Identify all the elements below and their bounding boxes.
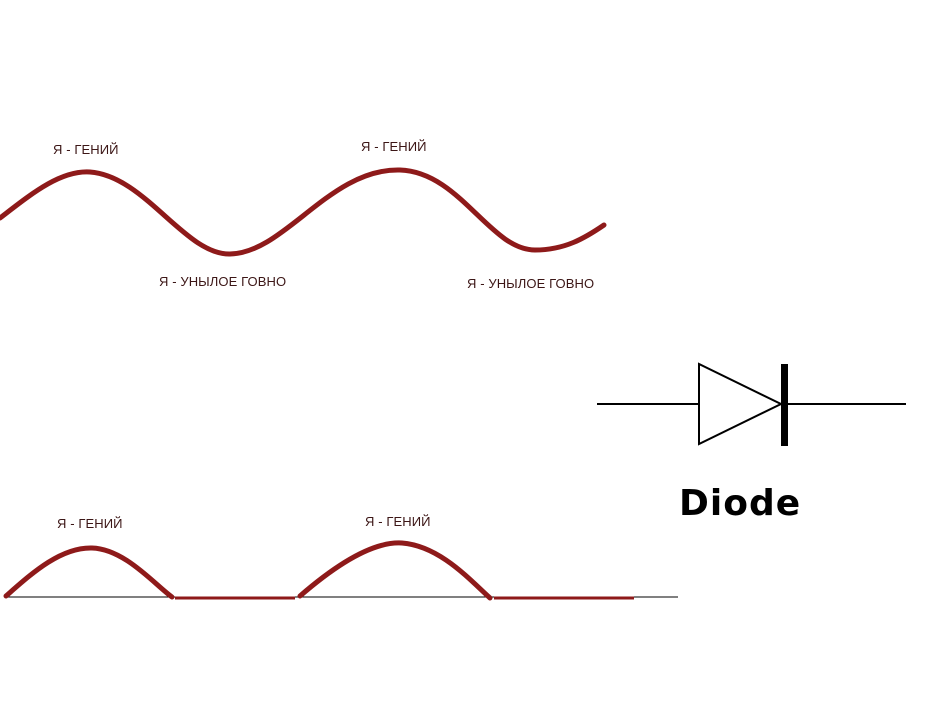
trough-label-1: Я - УНЫЛОЕ ГОВНО [159,274,287,289]
rectified-hump-2 [297,540,493,601]
diode-symbol [597,362,906,446]
peak-label-1: Я - ГЕНИЙ [53,142,119,157]
rectified-peak-label-1: Я - ГЕНИЙ [57,516,123,531]
diode-cathode-bar [781,364,788,446]
rectified-peak-label-2: Я - ГЕНИЙ [365,514,431,529]
full-wave-curve [0,167,607,257]
rectified-hump-1 [3,545,175,600]
peak-label-2: Я - ГЕНИЙ [361,139,427,154]
diode-title: Diode [679,483,802,524]
diode-triangle [698,362,784,446]
trough-label-2: Я - УНЫЛОЕ ГОВНО [467,276,595,291]
